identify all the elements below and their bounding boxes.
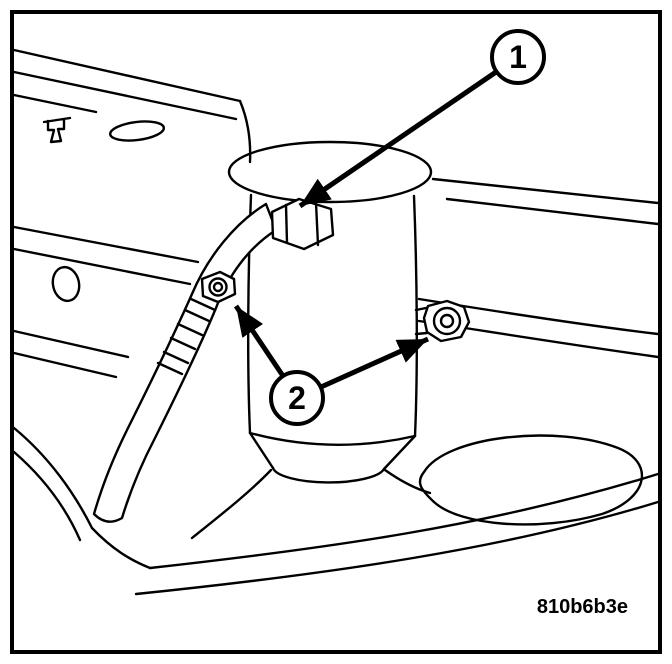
callout-2-arrow-left bbox=[233, 304, 286, 378]
callout-2-label: 2 bbox=[288, 380, 306, 416]
callout-2-arrow-right bbox=[319, 336, 430, 390]
canister bbox=[227, 140, 433, 484]
hose-clamp bbox=[156, 270, 237, 376]
vehicle-body-lines bbox=[12, 48, 660, 596]
callout-2: 2 bbox=[269, 370, 325, 426]
callout-1-circle bbox=[490, 29, 546, 85]
callout-2-circle bbox=[269, 370, 325, 426]
callout-1-arrow bbox=[298, 69, 498, 209]
figure-border bbox=[10, 10, 662, 654]
callout-1-label: 1 bbox=[509, 39, 527, 75]
callout-arrows bbox=[233, 69, 498, 390]
hose-fitting bbox=[270, 197, 335, 251]
callout-1: 1 bbox=[490, 29, 546, 85]
stud-fitting bbox=[414, 299, 471, 343]
figure-code: 810b6b3e bbox=[537, 596, 628, 618]
